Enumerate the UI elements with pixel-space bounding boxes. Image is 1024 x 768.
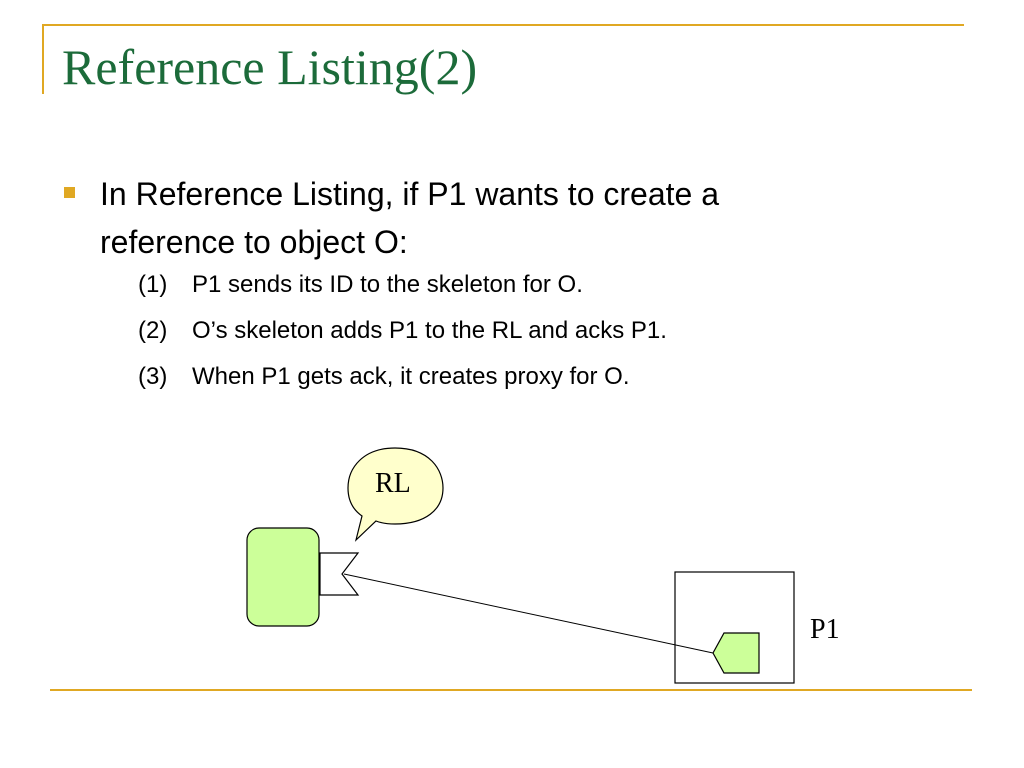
step-text: P1 sends its ID to the skeleton for O.: [192, 271, 583, 298]
p1-label: P1: [810, 614, 840, 645]
frame-top-line: [42, 24, 964, 26]
step-text: When P1 gets ack, it creates proxy for O…: [192, 363, 630, 390]
object-o-box: [246, 527, 320, 627]
step-1: (1) P1 sends its ID to the skeleton for O…: [138, 270, 583, 300]
step-number: (3): [138, 363, 168, 390]
frame-left-line: [42, 24, 44, 94]
step-number: (2): [138, 317, 168, 344]
bullet-square-icon: [64, 187, 75, 198]
skeleton-flag: [319, 552, 360, 596]
reference-line: [343, 573, 714, 654]
rl-label: RL: [375, 468, 411, 499]
step-2: (2) O’s skeleton adds P1 to the RL and ac…: [138, 316, 667, 346]
proxy-shape: [712, 632, 760, 674]
slide-title: Reference Listing(2): [62, 39, 478, 95]
step-number: (1): [138, 271, 168, 298]
rl-callout-bubble: [347, 447, 444, 542]
frame-bottom-line: [50, 689, 972, 691]
step-3: (3) When P1 gets ack, it creates proxy fo…: [138, 362, 630, 392]
bullet-text: In Reference Listing, if P1 wants to cre…: [100, 176, 719, 260]
step-text: O’s skeleton adds P1 to the RL and acks …: [192, 317, 667, 344]
